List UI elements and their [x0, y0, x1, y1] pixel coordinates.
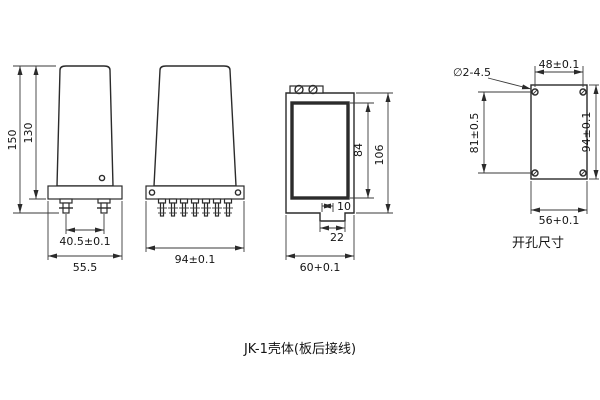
panel-cutout-outline: [530, 84, 588, 180]
dim-label: 130: [22, 123, 35, 144]
drawing-caption: JK-1壳体(板后接线): [243, 341, 356, 357]
dim-label: 10: [337, 200, 351, 213]
terminal-stud: [97, 198, 111, 214]
mounting-screw: [294, 84, 304, 95]
dim-label: 81±0.5: [468, 113, 481, 154]
drill-template-title: 开孔尺寸: [512, 236, 564, 251]
dim-hole-spacing-vertical: 81±0.5: [468, 91, 531, 174]
front-view-figure: 94±0.1: [145, 65, 245, 266]
terminal-stud: [59, 198, 73, 214]
drill-template-figure: ∅2-4.5 48±0.1 81±0.5 94±0.1: [453, 58, 599, 251]
base-plate: [47, 185, 123, 200]
dim-side-total-height: 150: [6, 65, 59, 214]
connector-pins: [157, 198, 233, 217]
base-plate: [145, 185, 245, 200]
pin-collar: [223, 198, 233, 204]
drill-hole: [579, 169, 587, 177]
terminal-collar: [59, 198, 73, 204]
pin-collar: [201, 198, 211, 204]
base-screw: [148, 189, 156, 196]
pin-collar: [212, 198, 222, 204]
mounting-screw: [308, 84, 318, 95]
pin-stem: [225, 202, 231, 217]
dim-label: 106: [373, 145, 386, 166]
callout-hole-spec: ∅2-4.5: [453, 66, 532, 90]
dim-label: 94±0.1: [580, 112, 593, 153]
drill-hole: [531, 88, 539, 96]
dim-label: ∅2-4.5: [453, 66, 491, 79]
hole-hatch: [532, 89, 538, 95]
pin-stem: [170, 202, 176, 217]
pin: [223, 198, 233, 217]
pin-collar: [168, 198, 178, 204]
dim-rear-total-height: 106: [356, 92, 393, 214]
rear-view-figure: 84 106 10 22 60+0.1: [285, 84, 393, 274]
hole-hatch: [580, 89, 586, 95]
dim-label: 60+0.1: [300, 261, 341, 274]
dim-window-height: 84: [350, 102, 374, 199]
dim-drill-total-height: 94±0.1: [580, 84, 599, 180]
terminal-collar: [97, 198, 111, 204]
side-view-figure: 150 130 40.5±0.1 55.5: [6, 65, 123, 274]
screw-slot: [309, 85, 317, 94]
dim-rear-width: 60+0.1: [285, 215, 355, 274]
dim-side-base-width: 55.5: [47, 201, 123, 274]
pin-stem: [192, 202, 198, 217]
dim-label: 55.5: [73, 261, 98, 274]
pin-stem: [203, 202, 209, 217]
pin: [179, 198, 189, 217]
dim-label: 56+0.1: [539, 214, 580, 227]
dim-foot-inner: 10: [321, 200, 351, 213]
dim-drill-width: 56+0.1: [530, 181, 588, 227]
pin: [168, 198, 178, 217]
relay-body-outline: [56, 65, 114, 187]
dim-label: 48±0.1: [539, 58, 580, 71]
pin: [201, 198, 211, 217]
leader-line: [487, 77, 532, 90]
relay-body-outline: [153, 65, 237, 187]
dim-label: 84: [352, 143, 365, 157]
dim-side-body-height: 130: [22, 66, 46, 200]
hole-hatch: [580, 170, 586, 176]
dim-foot-width: 22: [319, 222, 346, 244]
dim-terminal-spacing: 40.5±0.1: [59, 214, 111, 248]
pin-stem: [181, 202, 187, 217]
rear-outline: [285, 92, 355, 222]
pin-collar: [190, 198, 200, 204]
pin-stem: [214, 202, 220, 217]
pin-stem: [159, 202, 165, 217]
mounting-tab: [289, 85, 324, 94]
base-screw: [234, 189, 242, 196]
hole-hatch: [532, 170, 538, 176]
dim-label: 94±0.1: [175, 253, 216, 266]
dim-front-width: 94±0.1: [145, 201, 245, 266]
dim-label: 22: [330, 231, 344, 244]
dim-hole-spacing-horizontal: 48±0.1: [534, 58, 584, 87]
pin: [190, 198, 200, 217]
drill-hole: [531, 169, 539, 177]
window-frame: [290, 101, 350, 200]
drill-hole: [579, 88, 587, 96]
dim-label: 150: [6, 130, 19, 151]
pin-collar: [179, 198, 189, 204]
dim-label: 40.5±0.1: [59, 235, 110, 248]
pin: [212, 198, 222, 217]
screw-slot: [295, 85, 303, 94]
case-screw: [98, 174, 106, 182]
pin-collar: [157, 198, 167, 204]
pin: [157, 198, 167, 217]
